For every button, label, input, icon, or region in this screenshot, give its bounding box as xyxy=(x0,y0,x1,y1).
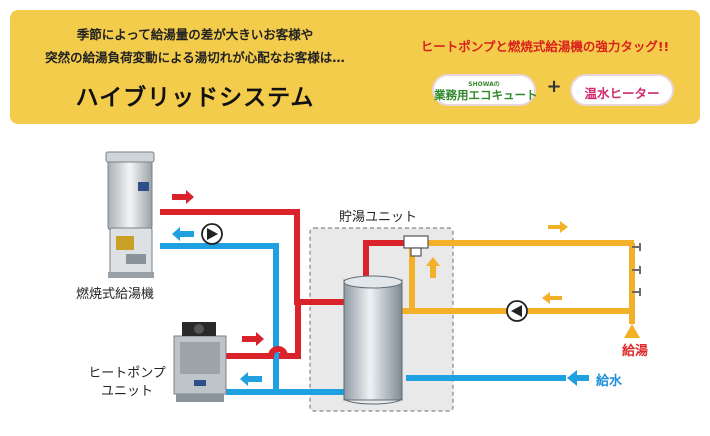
hot-water-out-label: 給湯 xyxy=(622,344,649,359)
heat-pump-unit-icon xyxy=(173,322,227,402)
arrow-right-icon xyxy=(172,190,194,204)
faucet-icon xyxy=(632,243,641,296)
arrow-left-icon xyxy=(172,227,194,241)
eco-cute-label: 業務用エコキュート xyxy=(434,88,538,102)
arrow-left-icon xyxy=(240,372,262,386)
arrow-up-icon xyxy=(426,257,440,278)
combustion-heater-icon xyxy=(105,151,155,278)
water-heater-label: 温水ヒーター xyxy=(584,86,660,101)
arrow-left-icon xyxy=(567,370,589,386)
storage-tank xyxy=(343,275,403,405)
hot-water-pipes xyxy=(160,209,412,359)
eco-cute-badge: SHOWAの 業務用エコキュート xyxy=(432,74,538,106)
cold-flow-arrows xyxy=(172,227,589,386)
heat-pump-label-line2: ユニット xyxy=(100,384,153,399)
tagline: ヒートポンプと燃焼式給湯機の強力タッグ!! xyxy=(420,39,670,54)
banner-line-1: 季節によって給湯量の差が大きいお客様や xyxy=(76,27,314,42)
cold-water-in-label: 給水 xyxy=(596,374,623,389)
storage-unit-label: 貯湯ユニット xyxy=(339,210,418,225)
plus-sign: + xyxy=(546,76,562,97)
arrow-right-icon xyxy=(242,332,264,346)
pipe-crossover xyxy=(268,302,301,359)
supply-flow-arrows xyxy=(426,221,568,304)
eco-cute-maker: SHOWAの xyxy=(468,81,500,88)
system-title: ハイブリッドシステム xyxy=(75,85,315,111)
pump-icon-hot-loop xyxy=(201,223,223,245)
heat-pump-label-line1: ヒートポンプ xyxy=(88,366,166,381)
cold-water-pipes xyxy=(160,243,566,395)
arrow-left-icon xyxy=(542,292,562,304)
combustion-heater-label: 燃焼式給湯機 xyxy=(76,287,155,302)
hot-flow-arrows xyxy=(172,190,264,346)
hot-water-outlet-icon xyxy=(624,324,640,338)
pump-icon-supply-loop xyxy=(506,300,528,322)
arrow-right-icon xyxy=(548,221,568,233)
header-banner: 季節によって給湯量の差が大きいお客様や 突然の給湯負荷変動による湯切れが心配なお… xyxy=(10,10,700,124)
banner-line-2: 突然の給湯負荷変動による湯切れが心配なお客様は… xyxy=(45,50,345,65)
mixing-valve-icon xyxy=(403,235,429,257)
water-heater-badge: 温水ヒーター xyxy=(570,74,674,106)
